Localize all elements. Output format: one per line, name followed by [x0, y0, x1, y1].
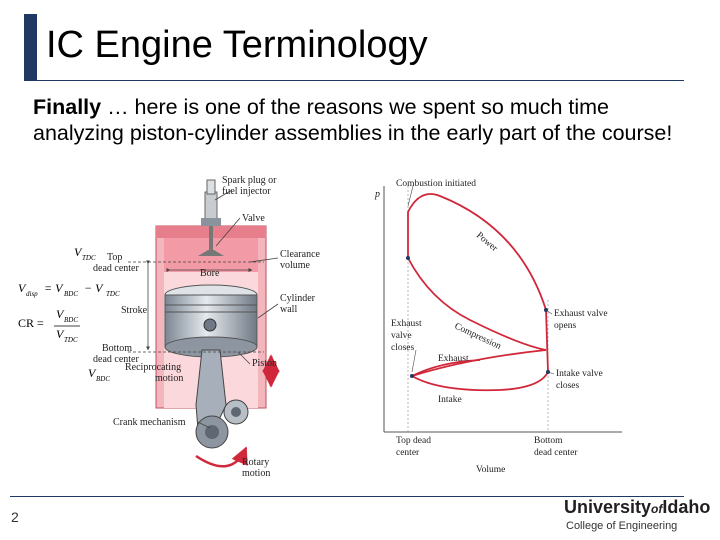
label-rotary-1: Rotary: [242, 457, 269, 468]
eq-vbdc-sub: BDC: [96, 375, 110, 383]
label-tdc-2: dead center: [93, 263, 139, 274]
equations: V TDC V BDC V disp = V BDC − V TDC CR = …: [18, 245, 120, 383]
eq-cr-den-sub: TDC: [64, 336, 78, 344]
label-cylinder-wall-1: Cylinder: [280, 293, 316, 304]
eq-cr-num-sub: BDC: [64, 316, 78, 324]
title-accent-bar: [24, 14, 37, 81]
label-clearance-1: Clearance: [280, 249, 321, 260]
page-number: 2: [11, 509, 19, 525]
eq-vtdc-sub: TDC: [82, 254, 96, 262]
pv-tdc-1: Top dead: [396, 436, 431, 446]
pv-ivc-1: Intake valve: [556, 369, 603, 379]
eq-cr-den: V: [56, 327, 65, 341]
label-tdc-1: Top: [107, 252, 122, 263]
university-logo: UniversityofIdaho College of Engineering: [562, 497, 718, 537]
pv-tdc-2: center: [396, 448, 420, 458]
eq-disp-lhs: V: [18, 281, 27, 295]
label-spark-plug-2: fuel injector: [222, 186, 271, 197]
pv-compression: Compression: [453, 322, 503, 352]
pv-ivc-2: closes: [556, 381, 580, 391]
rotary-arrow: [195, 446, 248, 468]
label-valve: Valve: [242, 213, 265, 224]
pv-y-axis: p: [374, 189, 380, 200]
eq-vbdc: V: [88, 366, 97, 380]
eq-cr-num: V: [56, 307, 65, 321]
pv-exhaust: Exhaust: [438, 354, 469, 364]
crank-mechanism: [195, 349, 249, 449]
eq-vtdc: V: [74, 245, 83, 259]
pv-x-axis: Volume: [476, 465, 505, 475]
logo-wordmark: UniversityofIdaho: [564, 497, 711, 517]
pv-combustion: Combustion initiated: [396, 179, 476, 189]
valve: [198, 226, 224, 256]
eq-disp-minus: − V: [84, 281, 104, 295]
label-stroke: Stroke: [121, 305, 148, 316]
eq-disp-eq-sub: BDC: [64, 290, 78, 298]
pv-evo-2: opens: [554, 321, 576, 331]
pv-evc-1: Exhaust: [391, 319, 422, 329]
label-cylinder-wall-2: wall: [280, 304, 297, 315]
body-bold-word: Finally: [33, 95, 102, 119]
pv-cycle-curve: [407, 193, 549, 392]
footer-divider: [10, 496, 684, 497]
label-rotary-2: motion: [242, 468, 270, 479]
label-bdc-2: dead center: [93, 354, 139, 365]
pv-bdc-2: dead center: [534, 448, 578, 458]
pv-diagram: [383, 185, 622, 433]
pv-evc-3: closes: [391, 343, 415, 353]
title-divider: [24, 80, 684, 81]
label-crank-mechanism: Crank mechanism: [113, 417, 186, 428]
eq-cr-lhs: CR =: [18, 316, 44, 330]
spark-plug: [201, 179, 221, 226]
eq-disp-eq: = V: [44, 281, 64, 295]
eq-disp-lhs-sub: disp: [26, 290, 38, 298]
label-spark-plug-1: Spark plug or: [222, 175, 277, 186]
eq-disp-minus-sub: TDC: [106, 290, 120, 298]
pv-evo-1: Exhaust valve: [554, 309, 608, 319]
slide-title: IC Engine Terminology: [46, 24, 428, 66]
label-reciprocating-2: motion: [155, 373, 183, 384]
label-clearance-2: volume: [280, 260, 311, 271]
label-reciprocating-1: Reciprocating: [125, 362, 181, 373]
body-text-rest: … here is one of the reasons we spent so…: [33, 95, 673, 145]
label-bore: Bore: [200, 268, 220, 279]
pv-intake: Intake: [438, 395, 462, 405]
slide-body-text: Finally … here is one of the reasons we …: [33, 94, 693, 146]
pv-bdc-1: Bottom: [534, 436, 563, 446]
label-piston: Piston: [252, 358, 277, 369]
piston: [164, 284, 258, 358]
pv-evc-2: valve: [391, 331, 412, 341]
label-bdc-1: Bottom: [102, 343, 132, 354]
logo-college-name: College of Engineering: [566, 520, 678, 532]
pv-power: Power: [474, 231, 500, 255]
